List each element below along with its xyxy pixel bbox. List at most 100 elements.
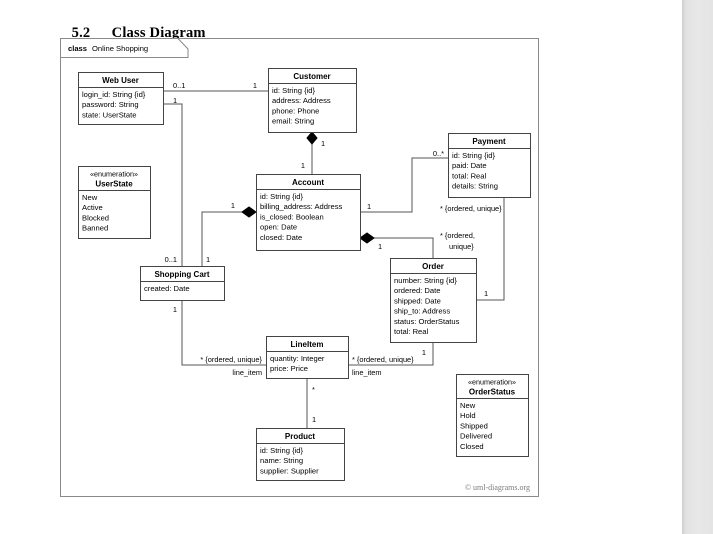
page-edge-shadow: [682, 0, 713, 534]
class-attribute: total: Real: [394, 327, 429, 336]
link-account-payment: [360, 157, 448, 213]
class-attribute: New: [460, 401, 476, 410]
mult-account-order-target-l1: * {ordered,: [440, 231, 475, 240]
link-account-order: [360, 237, 434, 258]
class-box-outline: [256, 428, 345, 481]
mult-customer-account-target: 1: [301, 161, 305, 170]
mult-cart-lineitem-source: 1: [173, 305, 177, 314]
class-attribute: id: String {id}: [452, 151, 496, 160]
link-webuser-cart: [163, 103, 183, 266]
class-attribute: paid: Date: [452, 161, 487, 170]
class-box-outline: [256, 174, 361, 251]
role-cart-lineitem: line_item: [232, 368, 262, 377]
class-attribute: ship_to: Address: [394, 307, 450, 316]
mult-webuser-customer-source: 0..1: [173, 81, 185, 90]
class-name: Customer: [293, 72, 330, 81]
page-title: 5.2 Class Diagram: [64, 8, 206, 42]
mult-order-lineitem-source: 1: [422, 348, 426, 357]
mult-webuser-customer-target: 1: [253, 81, 257, 90]
link-cart-lineitem: [181, 300, 266, 366]
class-stereotype: «enumeration»: [468, 378, 516, 387]
class-box-outline: [78, 166, 151, 239]
class-attribute: Shipped: [460, 421, 488, 430]
class-attribute: id: String {id}: [260, 446, 304, 455]
mult-webuser-cart-source: 1: [173, 96, 177, 105]
class-attribute: number: String {id}: [394, 276, 457, 285]
class-attribute: price: Price: [270, 364, 308, 373]
class-name: OrderStatus: [469, 388, 516, 397]
frame-name: Online Shopping: [92, 44, 148, 53]
diamond-account-order: [359, 232, 375, 244]
mult-lineitem-product-source: *: [312, 385, 315, 394]
class-name: Web User: [102, 76, 139, 85]
class-box-outline: [390, 258, 477, 343]
class-attribute: Delivered: [460, 432, 492, 441]
class-box-outline: [456, 374, 529, 457]
class-attribute: Blocked: [82, 213, 109, 222]
class-attribute: open: Date: [260, 223, 297, 232]
section-number: 5.2: [71, 25, 91, 41]
mult-account-payment-target: 0..*: [433, 149, 444, 158]
class-box-user-state[interactable]: «enumeration»UserStateNewActiveBlockedBa…: [78, 166, 151, 239]
class-attribute: Banned: [82, 224, 108, 233]
class-name: Shopping Cart: [154, 270, 209, 279]
mult-order-payment-target: 1: [484, 289, 488, 298]
mult-account-payment-source: 1: [367, 202, 371, 211]
class-name: LineItem: [291, 340, 324, 349]
class-attribute: password: String: [82, 100, 139, 109]
mult-account-cart-source: 1: [231, 201, 235, 210]
link-order-lineitem: [348, 342, 434, 366]
class-attribute: Closed: [460, 442, 484, 451]
class-attribute: details: String: [452, 182, 498, 191]
class-box-outline: [268, 68, 357, 133]
class-attribute: Hold: [460, 411, 476, 420]
class-attribute: total: Real: [452, 171, 487, 180]
mult-lineitem-product-target: 1: [312, 415, 316, 424]
mult-webuser-cart-target: 0..1: [165, 255, 177, 264]
class-name: Payment: [472, 137, 506, 146]
class-box-outline: [140, 266, 225, 301]
class-attribute: login_id: String {id}: [82, 90, 146, 99]
class-attribute: status: OrderStatus: [394, 317, 460, 326]
mult-account-order-source: 1: [378, 242, 382, 251]
class-name: UserState: [95, 180, 133, 189]
class-attribute: name: String: [260, 456, 303, 465]
link-payment-order: [476, 197, 505, 301]
composition-diamonds: [241, 131, 375, 244]
mult-customer-account-source: 1: [321, 139, 325, 148]
class-attribute: is_closed: Boolean: [260, 212, 324, 221]
class-stereotype: «enumeration»: [90, 170, 138, 179]
multiplicity-labels: 0..1 1 1 1 1 1 0..* * {ordered, unique} …: [165, 81, 503, 424]
class-attribute: New: [82, 193, 98, 202]
class-box-order-status[interactable]: «enumeration»OrderStatusNewHoldShippedDe…: [456, 374, 529, 457]
class-attribute: shipped: Date: [394, 296, 441, 305]
mult-payment-order-source: * {ordered, unique}: [440, 204, 502, 213]
class-attribute: supplier: Supplier: [260, 466, 319, 475]
copyright-notice: © uml-diagrams.org: [465, 483, 530, 492]
class-attribute: state: UserState: [82, 110, 136, 119]
role-order-lineitem: line_item: [352, 368, 382, 377]
mult-cart-lineitem-target: * {ordered, unique}: [200, 355, 262, 364]
class-box-outline: [266, 336, 349, 379]
mult-account-cart-target: 1: [206, 255, 210, 264]
class-attribute: address: Address: [272, 96, 331, 105]
class-box-outline: [448, 133, 531, 198]
class-attribute: closed: Date: [260, 233, 302, 242]
link-account-cart: [201, 211, 256, 266]
mult-account-order-target-l2: unique}: [449, 242, 474, 251]
class-boxes: Web User login_id: String {id}password: S…: [78, 68, 531, 481]
class-box-web-user[interactable]: Web User login_id: String {id}password: S…: [78, 72, 164, 125]
class-name: Account: [292, 178, 324, 187]
diagram-frame-tab: [60, 38, 189, 58]
section-title: Class Diagram: [111, 25, 206, 41]
mult-order-lineitem-target: * {ordered, unique}: [352, 355, 414, 364]
class-name: Order: [422, 262, 444, 271]
diamond-customer-account: [306, 131, 318, 145]
